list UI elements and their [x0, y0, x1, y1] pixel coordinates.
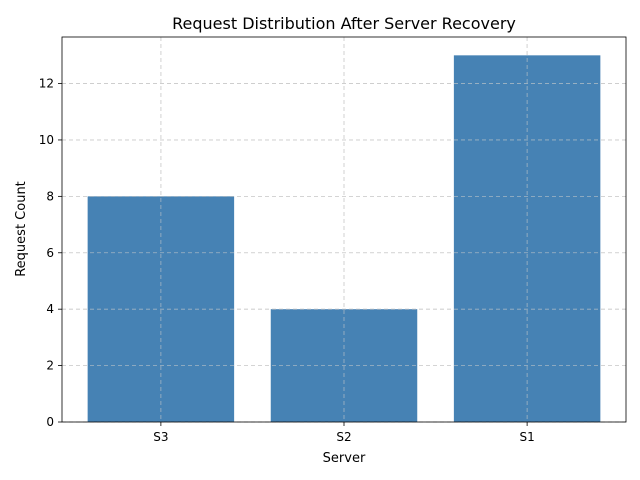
y-tick-label: 10 — [39, 133, 54, 147]
y-tick-label: 6 — [46, 246, 54, 260]
x-tick-label: S3 — [153, 430, 168, 444]
plot-frame — [61, 36, 627, 423]
y-tick-label: 2 — [46, 359, 54, 373]
y-tick-label: 8 — [46, 189, 54, 203]
x-tick-label: S1 — [519, 430, 534, 444]
y-tick-label: 4 — [46, 302, 54, 316]
chart-title: Request Distribution After Server Recove… — [172, 14, 516, 33]
x-axis-label: Server — [323, 451, 366, 466]
x-tick-label: S2 — [336, 430, 351, 444]
bars-layer — [62, 37, 626, 423]
y-axis-label: Request Count — [14, 181, 29, 277]
y-tick-label: 0 — [46, 415, 54, 429]
y-tick-label: 12 — [39, 77, 54, 91]
